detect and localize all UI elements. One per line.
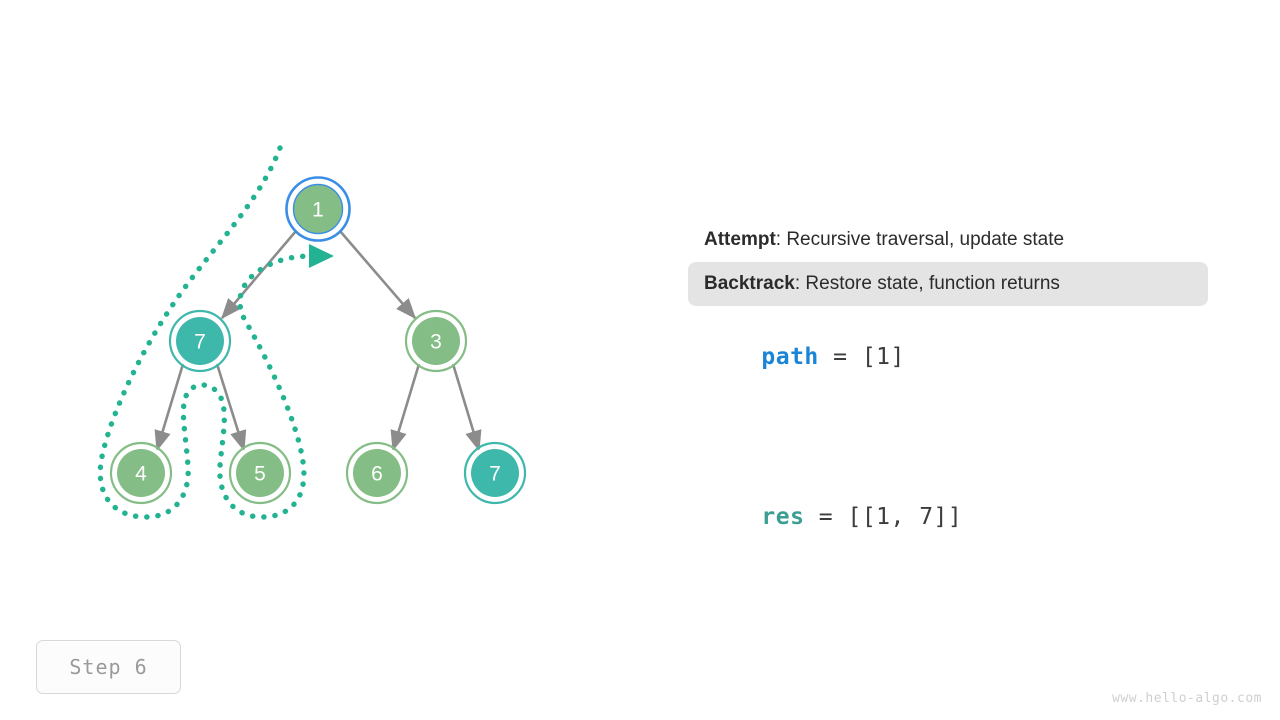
variable-res: res = [[1, 7]] (688, 478, 1208, 556)
variable-name-res: res (761, 504, 805, 530)
tree-node-label: 6 (371, 463, 383, 486)
info-panel: Attempt: Recursive traversal, update sta… (688, 218, 1208, 556)
backtrack-arrowhead (309, 244, 334, 268)
phase-row-attempt: Attempt: Recursive traversal, update sta… (688, 218, 1208, 262)
tree-node-n3[interactable]: 3 (404, 309, 468, 373)
step-badge: Step 6 (36, 640, 181, 694)
watermark: www.hello-algo.com (1112, 691, 1262, 706)
tree-diagram: 1 7 3 4 (0, 0, 660, 620)
tree-edge (339, 230, 417, 320)
tree-node-label: 5 (254, 463, 266, 486)
tree-edge (154, 363, 185, 452)
tree-node-root[interactable]: 1 (285, 176, 351, 242)
tree-node-label: 7 (489, 463, 501, 486)
tree-node-n6[interactable]: 6 (345, 441, 409, 505)
phase-name-attempt: Attempt (704, 229, 776, 250)
variable-value-path: = [1] (818, 344, 905, 370)
phase-description-backtrack: : Restore state, function returns (794, 273, 1060, 294)
tree-edge (220, 230, 297, 320)
phase-description-attempt: : Recursive traversal, update state (775, 229, 1065, 250)
variable-name-path: path (761, 344, 819, 370)
tree-edge (215, 363, 247, 452)
tree-node-n4[interactable]: 4 (109, 441, 173, 505)
tree-node-n7a[interactable]: 7 (168, 309, 232, 373)
variable-path: path = [1] (688, 318, 1208, 396)
tree-edges (154, 230, 482, 452)
tree-edge (390, 363, 421, 452)
tree-edge (451, 363, 482, 452)
tree-node-n7b[interactable]: 7 (463, 441, 527, 505)
tree-node-label: 7 (194, 331, 206, 354)
tree-node-label: 1 (312, 199, 324, 222)
phase-name-backtrack: Backtrack (704, 273, 795, 294)
tree-node-n5[interactable]: 5 (228, 441, 292, 505)
tree-node-label: 4 (135, 463, 147, 486)
tree-node-label: 3 (430, 331, 442, 354)
phase-row-backtrack: Backtrack: Restore state, function retur… (688, 262, 1208, 306)
variable-value-res: = [[1, 7]] (804, 504, 963, 530)
tree-nodes: 1 7 3 4 (109, 176, 527, 505)
tree-canvas: 1 7 3 4 (97, 145, 527, 520)
